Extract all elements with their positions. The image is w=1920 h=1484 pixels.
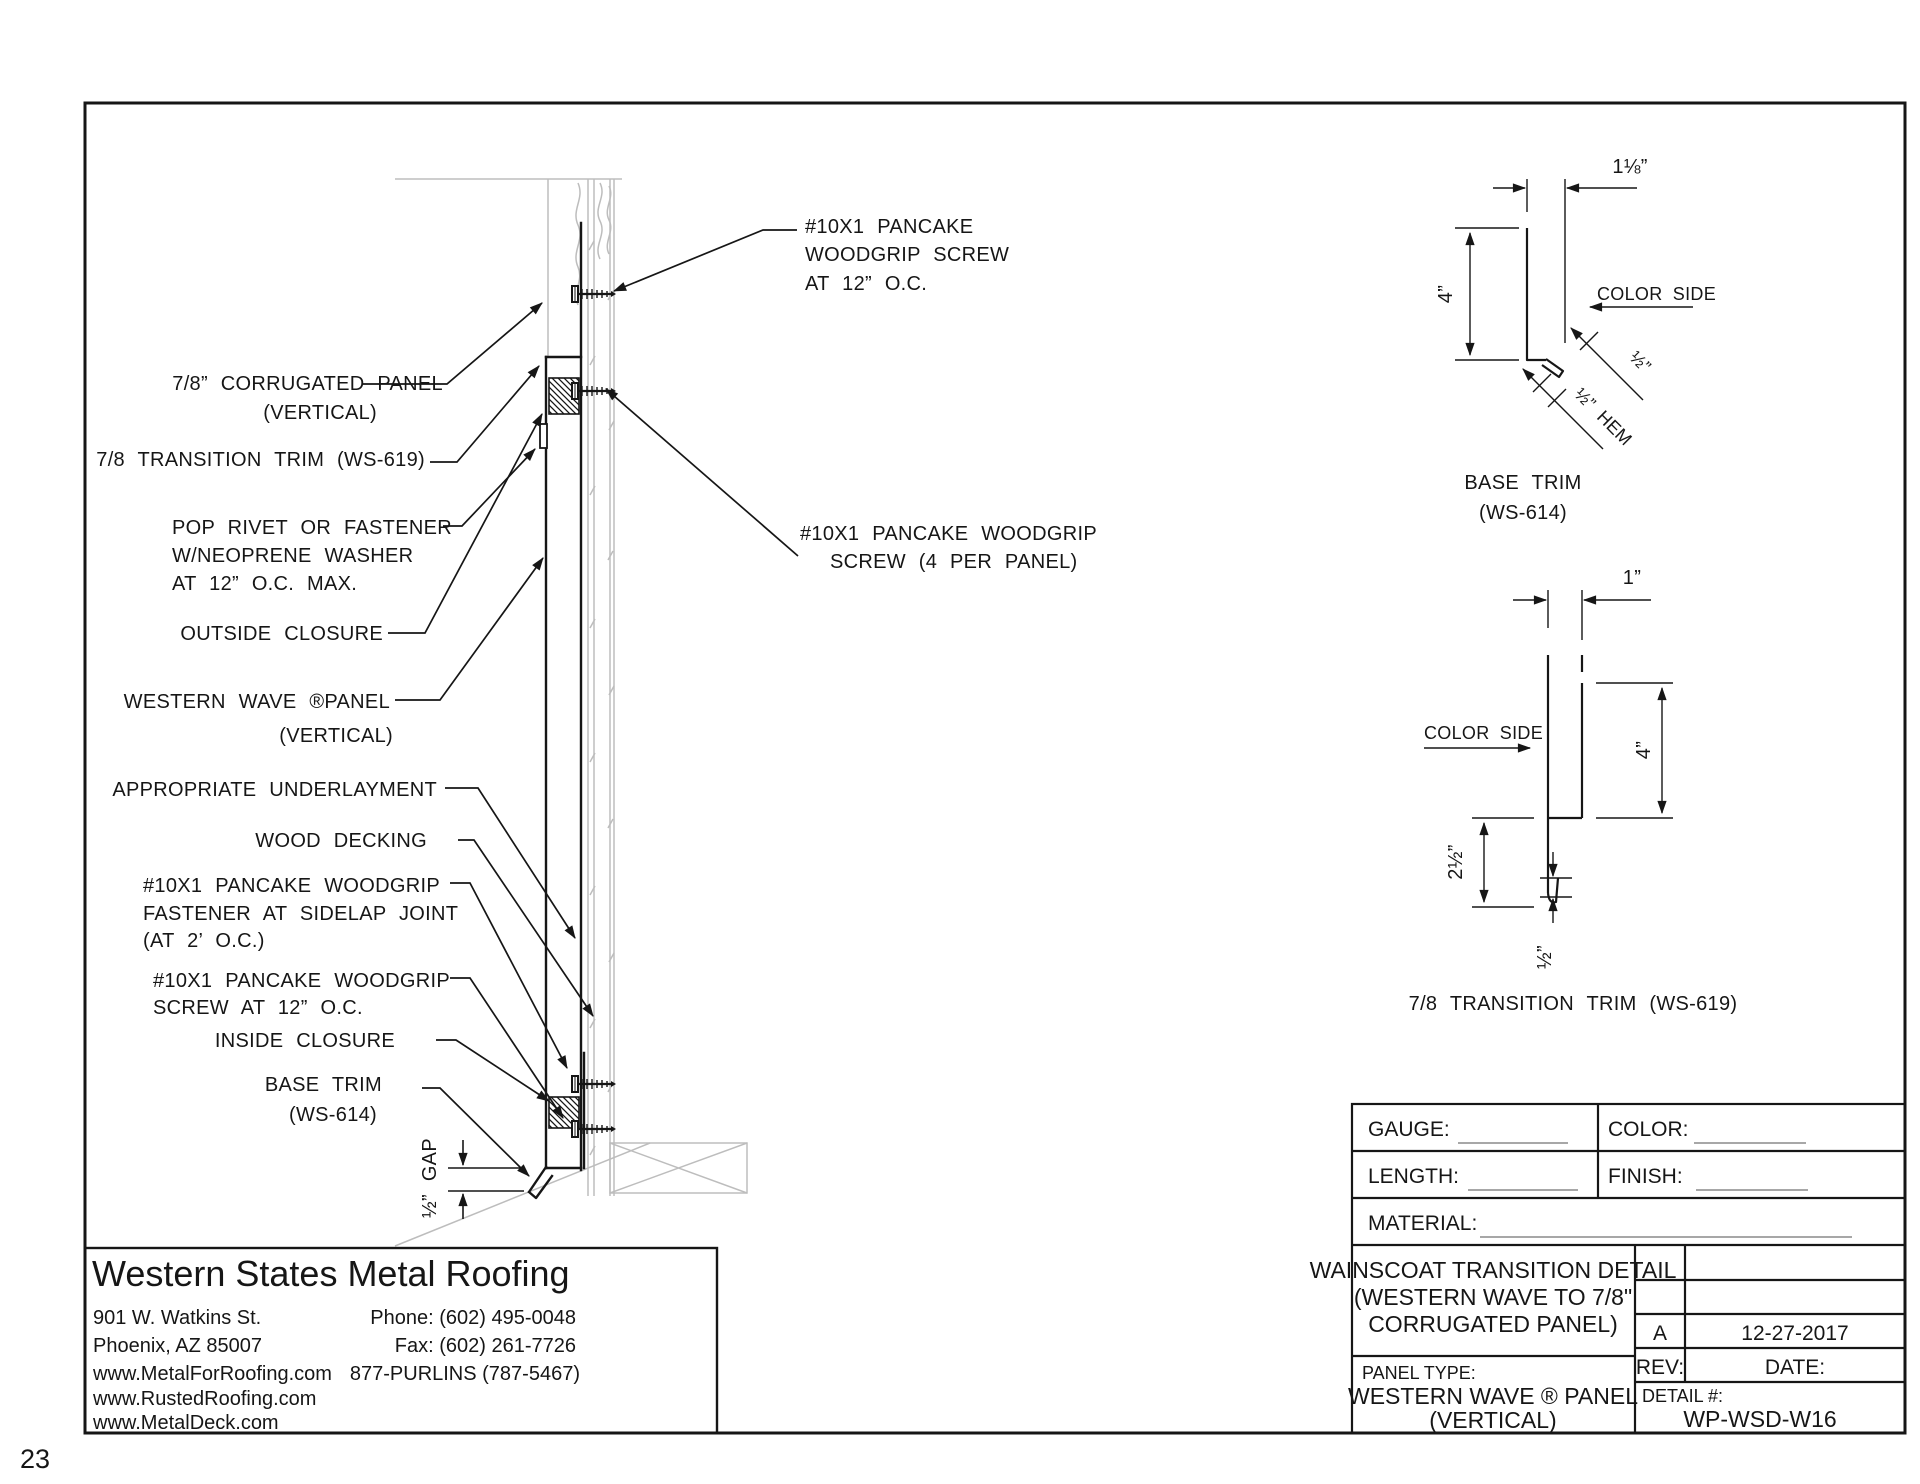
label-panel-screw-2: SCREW (4 PER PANEL) bbox=[830, 551, 1077, 573]
base-trim-profile-hem bbox=[1541, 358, 1565, 379]
gap-dimension bbox=[448, 1140, 524, 1219]
outside-closure-block bbox=[548, 377, 580, 415]
leader-transition-trim bbox=[430, 365, 540, 463]
pop-rivet bbox=[539, 423, 548, 449]
label-outside-closure: OUTSIDE CLOSURE bbox=[180, 623, 383, 645]
leader-outside-closure bbox=[388, 413, 543, 634]
company-web-1: www.MetalForRoofing.com bbox=[92, 1363, 332, 1385]
leader-western-wave bbox=[395, 557, 544, 701]
label-pop-rivet-2: W/NEOPRENE WASHER bbox=[172, 545, 413, 567]
transition-trim-profile-hem bbox=[1546, 877, 1560, 904]
company-web-2: www.RustedRoofing.com bbox=[92, 1388, 316, 1410]
company-phone: Phone: (602) 495-0048 bbox=[370, 1307, 576, 1329]
transition-trim-profile: 1” 4” 2½” ½” COLOR SIDE 7/8 TRANSITION T… bbox=[1409, 567, 1738, 1015]
base-trim-color-side: COLOR SIDE bbox=[1597, 284, 1716, 304]
label-panel-screw-1: #10X1 PANCAKE WOODGRIP bbox=[800, 523, 1097, 545]
page-number: 23 bbox=[20, 1444, 50, 1474]
gap-dimension-label: ½” GAP bbox=[419, 1138, 441, 1218]
leader-wood-decking bbox=[458, 839, 594, 1017]
drawing-title-2: (WESTERN WAVE TO 7/8" bbox=[1354, 1284, 1632, 1310]
color-label: COLOR: bbox=[1608, 1118, 1689, 1141]
base-trim-caption: BASE TRIM bbox=[1464, 472, 1581, 494]
label-sidelap-2: FASTENER AT SIDELAP JOINT bbox=[143, 903, 458, 925]
transition-trim-color-side: COLOR SIDE bbox=[1424, 723, 1543, 743]
company-name: Western States Metal Roofing bbox=[92, 1253, 570, 1294]
sheet-border-frame bbox=[83, 101, 1907, 1435]
wood-blocking-box bbox=[609, 1142, 748, 1194]
label-screw12-1: #10X1 PANCAKE WOODGRIP bbox=[153, 970, 450, 992]
leader-screw-12oc bbox=[450, 977, 564, 1119]
label-underlayment: APPROPRIATE UNDERLAYMENT bbox=[112, 779, 437, 801]
label-top-screw-2: WOODGRIP SCREW bbox=[805, 244, 1009, 266]
transition-trim-height-dim: 4” bbox=[1633, 741, 1655, 759]
material-label: MATERIAL: bbox=[1368, 1212, 1477, 1235]
base-trim-profile: 1⅛” 4” COLOR SIDE ½” ½” HEM BASE TRIM (W… bbox=[1435, 156, 1716, 524]
leader-sidelap-fastener bbox=[450, 882, 568, 1069]
label-western-wave-2: (VERTICAL) bbox=[279, 725, 393, 747]
company-web-3: www.MetalDeck.com bbox=[92, 1412, 279, 1434]
leader-panel-screw bbox=[605, 388, 799, 557]
panel-type-orientation: (VERTICAL) bbox=[1429, 1407, 1556, 1433]
label-corrugated-panel: 7/8” CORRUGATED PANEL bbox=[172, 373, 443, 395]
base-trim-profile-line bbox=[1525, 228, 1546, 362]
base-trim-width-dim: 1⅛” bbox=[1612, 156, 1647, 178]
label-transition-trim: 7/8 TRANSITION TRIM (WS-619) bbox=[96, 449, 425, 471]
label-base-trim: BASE TRIM bbox=[265, 1074, 382, 1096]
finish-label: FINISH: bbox=[1608, 1165, 1683, 1188]
grade-line bbox=[394, 1142, 651, 1247]
label-pop-rivet-3: AT 12” O.C. MAX. bbox=[172, 573, 357, 595]
base-trim-caption-2: (WS-614) bbox=[1479, 502, 1567, 524]
base-trim-kickout-hem bbox=[527, 1165, 554, 1200]
label-pop-rivet-1: POP RIVET OR FASTENER bbox=[172, 517, 452, 539]
label-western-wave: WESTERN WAVE ®PANEL bbox=[124, 691, 390, 713]
company-tollfree: 877-PURLINS (787-5467) bbox=[350, 1363, 580, 1385]
detail-number-value: WP-WSD-W16 bbox=[1683, 1406, 1836, 1432]
panel-type-value: WESTERN WAVE ® PANEL bbox=[1348, 1383, 1638, 1409]
length-label: LENGTH: bbox=[1368, 1165, 1459, 1188]
rev-value: A bbox=[1653, 1322, 1667, 1345]
label-sidelap-1: #10X1 PANCAKE WOODGRIP bbox=[143, 875, 440, 897]
base-trim-height-dim: 4” bbox=[1435, 285, 1457, 303]
transition-trim-caption: 7/8 TRANSITION TRIM (WS-619) bbox=[1409, 993, 1738, 1015]
date-label: DATE: bbox=[1765, 1356, 1825, 1379]
label-screw12-2: SCREW AT 12” O.C. bbox=[153, 997, 363, 1019]
leader-pop-rivet bbox=[443, 448, 536, 527]
base-trim-kick-dim: ½” bbox=[1626, 347, 1655, 376]
company-info-box: Western States Metal Roofing 901 W. Watk… bbox=[83, 1246, 719, 1435]
label-top-screw-1: #10X1 PANCAKE bbox=[805, 216, 973, 238]
main-detail-drawing: ½” GAP 7/8” CORRUGATED PANEL (VERTICAL) … bbox=[96, 178, 1097, 1247]
leader-base-trim bbox=[422, 1087, 530, 1177]
date-value: 12-27-2017 bbox=[1741, 1322, 1848, 1345]
company-address-2: Phoenix, AZ 85007 bbox=[93, 1335, 262, 1357]
company-address-1: 901 W. Watkins St. bbox=[93, 1307, 261, 1329]
title-block: GAUGE: COLOR: LENGTH: FINISH: MATERIAL: … bbox=[1310, 1102, 1907, 1435]
wood-decking-graphic bbox=[394, 178, 748, 1247]
base-trim-hem-dim: ½” HEM bbox=[1570, 384, 1636, 450]
drawing-title-1: WAINSCOAT TRANSITION DETAIL bbox=[1310, 1257, 1677, 1283]
rev-label: REV: bbox=[1636, 1356, 1684, 1379]
transition-trim-lower-dim: 2½” bbox=[1445, 844, 1467, 879]
leader-corrugated-panel bbox=[362, 302, 543, 385]
gauge-label: GAUGE: bbox=[1368, 1118, 1450, 1141]
leader-inside-closure bbox=[436, 1039, 550, 1102]
drawing-title-3: CORRUGATED PANEL) bbox=[1368, 1311, 1618, 1337]
transition-trim-hem-dim: ½” bbox=[1534, 945, 1556, 969]
label-sidelap-3: (AT 2’ O.C.) bbox=[143, 930, 265, 952]
label-inside-closure: INSIDE CLOSURE bbox=[215, 1030, 395, 1052]
label-corrugated-panel-2: (VERTICAL) bbox=[263, 402, 377, 424]
transition-trim-width-dim: 1” bbox=[1623, 567, 1641, 589]
leader-top-screw bbox=[612, 229, 797, 292]
leader-underlayment bbox=[445, 787, 576, 939]
label-wood-decking: WOOD DECKING bbox=[255, 830, 427, 852]
company-fax: Fax: (602) 261-7726 bbox=[395, 1335, 576, 1357]
label-top-screw-3: AT 12” O.C. bbox=[805, 273, 927, 295]
label-base-trim-2: (WS-614) bbox=[289, 1104, 377, 1126]
panel-type-label: PANEL TYPE: bbox=[1362, 1363, 1476, 1383]
detail-number-label: DETAIL #: bbox=[1642, 1386, 1723, 1406]
